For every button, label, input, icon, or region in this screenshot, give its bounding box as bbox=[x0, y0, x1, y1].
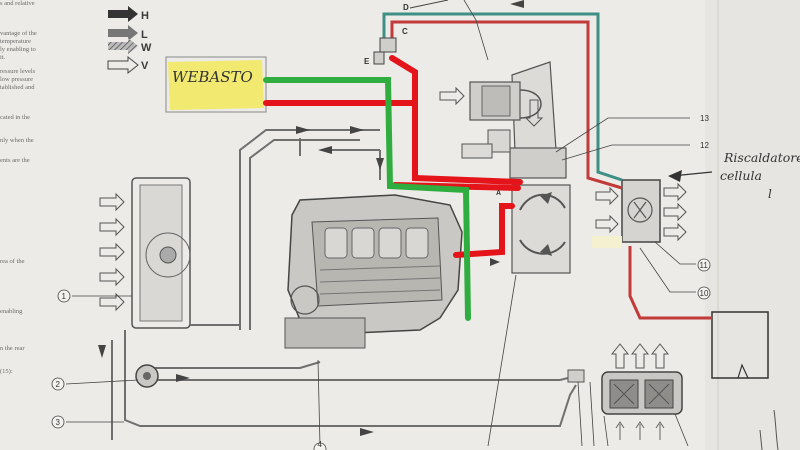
note-arrow bbox=[668, 170, 713, 182]
note-line-3: l bbox=[768, 187, 772, 201]
radiator-inflow-arrows bbox=[99, 192, 125, 312]
margin-text-line: tablished and bbox=[0, 84, 35, 91]
radiator bbox=[131, 177, 191, 329]
hand-curve bbox=[759, 409, 779, 450]
callout-12-label: 12 bbox=[700, 141, 709, 150]
margin-text-line: (15): bbox=[0, 368, 13, 375]
letter-d: D bbox=[403, 3, 409, 12]
teal-pipe bbox=[382, 12, 623, 182]
margin-text-line: enabling bbox=[0, 308, 23, 315]
legend-label-h: H bbox=[141, 10, 149, 22]
legend: H L W V bbox=[107, 6, 152, 75]
callout-11: 11 bbox=[697, 258, 711, 272]
cell-heater-outflow-arrows bbox=[595, 182, 687, 242]
rear-valve bbox=[567, 369, 585, 383]
callout-1: 1 bbox=[57, 289, 71, 303]
margin-text-line: vantage of the bbox=[0, 30, 37, 37]
callout-10-label: 10 bbox=[700, 289, 709, 298]
rear-heater-up-arrows bbox=[610, 343, 670, 369]
letter-e: E bbox=[364, 57, 370, 66]
margin-text-line: ressure levels bbox=[0, 68, 36, 75]
note-line-1: Riscaldatore bbox=[723, 150, 800, 165]
callout-4: 4 bbox=[313, 440, 327, 450]
margin-text-line: it. bbox=[0, 54, 6, 61]
callout-13: 13 bbox=[700, 114, 709, 123]
legend-arrow-w: W bbox=[108, 38, 152, 54]
page-fold-shadow bbox=[705, 0, 800, 450]
rear-heater bbox=[601, 371, 683, 415]
green-pipe bbox=[263, 77, 471, 321]
engine-block bbox=[284, 194, 463, 349]
callout-2-label: 2 bbox=[56, 380, 61, 389]
legend-arrow-h: H bbox=[108, 6, 149, 22]
margin-text-line: low pressure bbox=[0, 76, 34, 83]
callout-12: 12 bbox=[700, 141, 709, 150]
callout-1-label: 1 bbox=[62, 292, 67, 301]
callout-2: 2 bbox=[51, 377, 65, 391]
letter-a: A bbox=[496, 190, 501, 197]
callout-4-label: 4 bbox=[318, 440, 323, 449]
margin-text-line: cated in the bbox=[0, 114, 30, 121]
callout-3: 3 bbox=[51, 415, 65, 429]
flow-arrows bbox=[98, 0, 524, 436]
legend-label-w: W bbox=[141, 42, 152, 54]
legend-label-l: L bbox=[141, 29, 148, 41]
callout-3-label: 3 bbox=[56, 418, 61, 427]
legend-label-v: V bbox=[141, 60, 149, 72]
pump bbox=[135, 364, 159, 388]
margin-text-line: rea of the bbox=[0, 258, 25, 265]
valve-cluster: D C E A bbox=[364, 0, 501, 197]
margin-text-line: temperature bbox=[0, 38, 32, 45]
legend-arrow-v: V bbox=[107, 55, 149, 75]
red-supply-pipe bbox=[263, 55, 523, 185]
legend-arrow-l: L bbox=[108, 25, 148, 41]
webasto-note: WEBASTO bbox=[165, 56, 267, 113]
callout-10: 10 bbox=[697, 286, 711, 300]
letter-c: C bbox=[402, 27, 408, 36]
margin-text-line: ents are the bbox=[0, 157, 30, 164]
air-distributor bbox=[511, 184, 571, 274]
margin-text-line: n the rear bbox=[0, 345, 25, 352]
handwritten-note: Riscaldatore cellula l bbox=[720, 150, 800, 201]
hand-drawn-tank bbox=[711, 311, 769, 379]
dark-red-pipe bbox=[390, 20, 712, 320]
cell-heater-label-patch bbox=[592, 236, 622, 248]
heater-core bbox=[461, 129, 567, 179]
callout-13-label: 13 bbox=[700, 114, 709, 123]
cell-heater bbox=[621, 179, 661, 243]
webasto-label: WEBASTO bbox=[172, 68, 253, 86]
note-line-2: cellula bbox=[720, 168, 762, 183]
margin-text-line: nly when the bbox=[0, 137, 34, 144]
rear-heater-inflow-arrows bbox=[615, 421, 665, 440]
margin-text-line: s and relative bbox=[0, 0, 35, 7]
heater-unit bbox=[439, 61, 557, 153]
margin-text-line: ly enabling to bbox=[0, 46, 36, 53]
callout-11-label: 11 bbox=[700, 261, 709, 270]
callout-leaders bbox=[65, 0, 696, 447]
